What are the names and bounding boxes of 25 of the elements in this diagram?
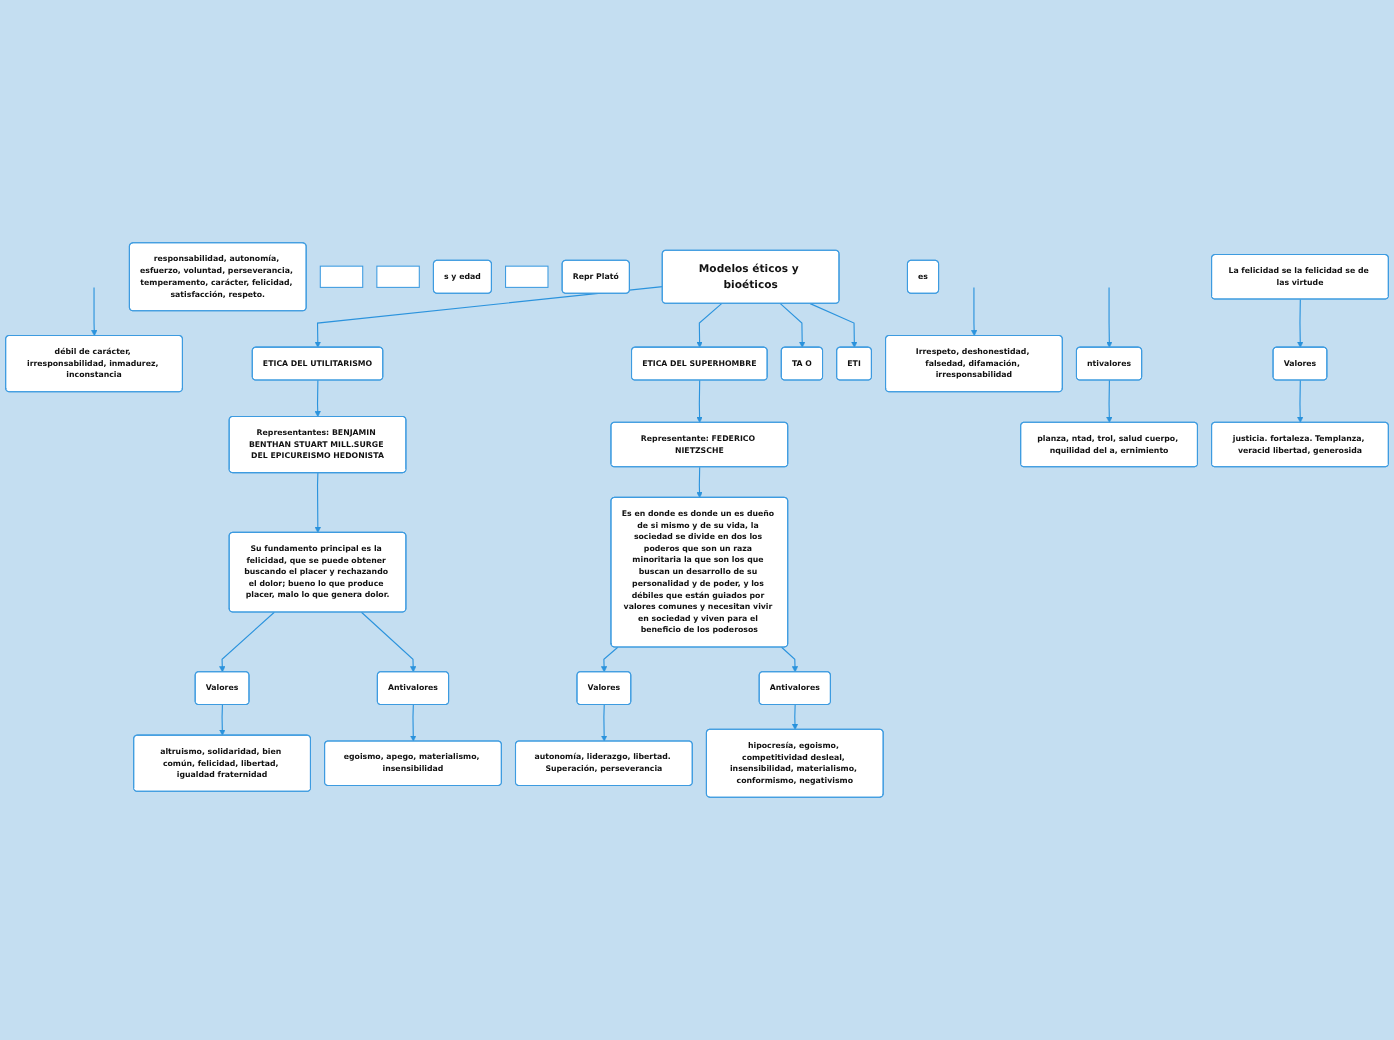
arrow [696,303,723,348]
arrow [314,472,321,533]
arrow [1297,379,1304,423]
arrow [791,704,799,730]
arrow [809,303,858,348]
arrow [1106,379,1113,423]
arrow [219,704,226,736]
arrow [219,611,275,673]
arrow [360,611,417,673]
arrow [696,379,703,423]
arrow [781,646,799,673]
node-box [376,265,420,288]
node-box [319,265,364,288]
arrow [779,303,806,348]
arrow [1297,298,1304,348]
arrow [696,466,703,498]
arrow [1106,286,1113,348]
arrow [410,704,417,742]
arrow [600,646,619,673]
node-box [505,265,549,288]
arrow [91,286,98,337]
arrow [314,379,321,418]
arrow [971,286,978,337]
arrow [314,286,664,348]
arrow [601,704,608,742]
